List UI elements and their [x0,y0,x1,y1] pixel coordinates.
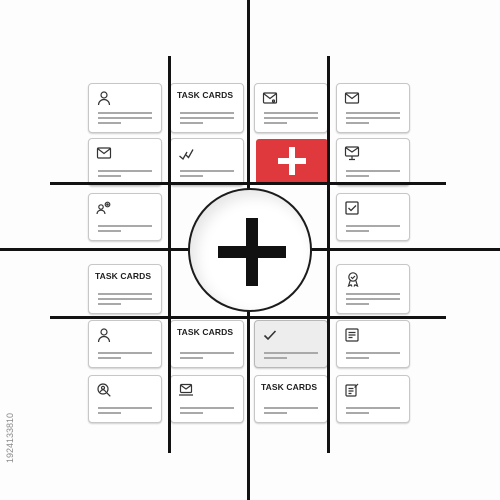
plus-icon [218,218,286,286]
task-card-document[interactable] [336,320,410,368]
task-card-search-person[interactable] [88,375,162,423]
search-person-icon [96,382,112,398]
task-card-team[interactable] [88,193,162,241]
grid-line-vertical-left [168,56,171,453]
task-card-mail[interactable] [336,83,410,133]
stock-id-text: 1924133810 [5,412,15,464]
plus-icon [278,147,306,175]
monitor-mail-icon [344,145,360,161]
task-card-checkbox[interactable] [336,193,410,241]
task-card-title: TASK CARDS [261,382,318,392]
grid-line-horizontal-bottom [50,316,446,319]
task-card-user[interactable] [88,83,162,133]
task-card-monitor-mail[interactable] [336,138,410,186]
task-card-selected[interactable] [254,320,328,368]
task-card-title: TASK CARDS [177,327,234,337]
task-card-trend[interactable] [170,138,244,186]
task-card-title: TASK CARDS [177,90,234,100]
user-icon [96,90,112,106]
photo-envelope-icon [262,90,278,106]
task-card-titled[interactable]: TASK CARDS [170,320,244,368]
center-add-button[interactable] [188,188,312,312]
task-card-document-edit[interactable] [336,375,410,423]
team-settings-icon [96,200,112,216]
stock-id-label: 1924133810 [4,385,16,495]
task-card-titled[interactable]: TASK CARDS [88,264,162,314]
task-card-user[interactable] [88,320,162,368]
envelope-icon [344,90,360,106]
grid-line-horizontal-top [50,182,446,185]
grid-line-vertical-right [327,56,330,453]
document-icon [344,327,360,343]
award-badge-icon [345,271,361,287]
checkmark-icon [262,327,278,343]
document-edit-icon [344,382,360,398]
user-icon [96,327,112,343]
envelope-icon [96,145,112,161]
task-card-title: TASK CARDS [95,271,152,281]
add-card-button[interactable] [256,139,328,183]
checkmark-trend-icon [178,145,194,161]
task-card-titled[interactable]: TASK CARDS [170,83,244,133]
task-card-titled[interactable]: TASK CARDS [254,375,328,423]
task-card-award[interactable] [336,264,410,314]
task-card-photo-mail[interactable] [254,83,328,133]
checkbox-icon [344,200,360,216]
laptop-mail-icon [178,382,194,398]
task-card-laptop-mail[interactable] [170,375,244,423]
task-card-mail[interactable] [88,138,162,186]
